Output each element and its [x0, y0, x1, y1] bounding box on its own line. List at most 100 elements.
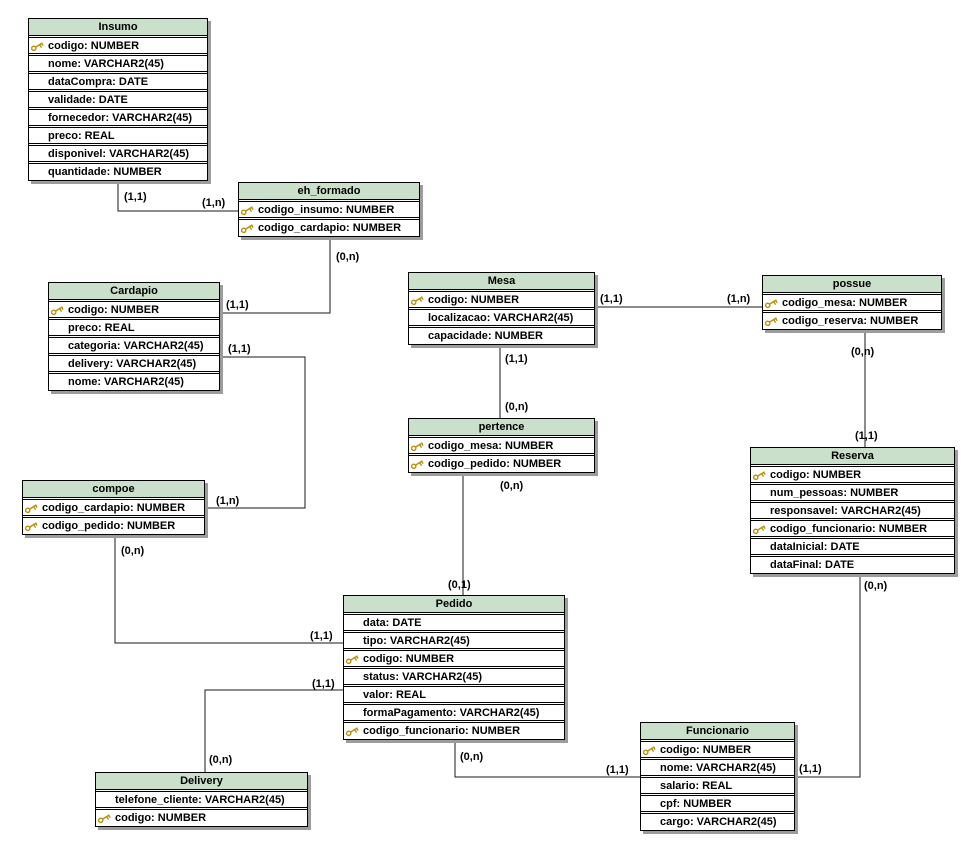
column-text: codigo_funcionario: NUMBER	[770, 523, 928, 535]
cardinality-cardapio-compoe-a: (1,1)	[228, 343, 251, 355]
connector-pedido-delivery	[204, 689, 343, 772]
cardinality-possue-reserva-a: (0,n)	[851, 346, 875, 358]
cardinality-compoe-pedido-b: (1,1)	[310, 630, 333, 642]
primary-key-icon	[763, 295, 782, 310]
column-row: dataFinal: DATE	[751, 556, 954, 573]
column-text: capacidade: NUMBER	[428, 330, 543, 342]
cardinality-pedido-delivery-b: (0,n)	[209, 754, 233, 766]
column-row: tipo: VARCHAR2(45)	[344, 632, 564, 649]
column-text: quantidade: NUMBER	[48, 166, 162, 178]
column-row-primary-key: codigo_insumo: NUMBER	[239, 201, 419, 218]
table-columns: codigo_mesa: NUMBER codigo_reserva: NUMBE…	[763, 294, 941, 329]
connector-reserva-funcionario	[795, 574, 861, 778]
cardinality-pertence-pedido-a: (0,n)	[500, 480, 524, 492]
column-row-primary-key: codigo_cardapio: NUMBER	[23, 499, 204, 516]
table-title: Pedido	[344, 596, 564, 613]
column-text: preco: REAL	[68, 322, 135, 334]
primary-key-icon	[409, 438, 428, 453]
entity-table-mesa[interactable]: Mesa codigo: NUMBER localizacao: VARCHAR2…	[408, 272, 595, 345]
cardinality-mesa-possue-b: (1,n)	[727, 293, 751, 305]
column-row: fornecedor: VARCHAR2(45)	[29, 109, 207, 126]
column-text: nome: VARCHAR2(45)	[48, 58, 164, 70]
cardinality-reserva-funcionario-a: (0,n)	[864, 580, 888, 592]
column-text: categoria: VARCHAR2(45)	[68, 340, 204, 352]
entity-table-delivery[interactable]: Delivery telefone_cliente: VARCHAR2(45)c…	[95, 772, 308, 827]
entity-table-pedido[interactable]: Pedido data: DATE tipo: VARCHAR2(45) codig…	[343, 595, 565, 740]
primary-key-icon	[49, 302, 68, 317]
column-row: quantidade: NUMBER	[29, 163, 207, 180]
column-text: dataCompra: DATE	[48, 76, 149, 88]
column-text: codigo: NUMBER	[68, 304, 160, 316]
table-columns: codigo_mesa: NUMBER codigo_pedido: NUMBER	[409, 437, 594, 472]
column-row-primary-key: codigo: NUMBER	[96, 809, 307, 826]
column-row: delivery: VARCHAR2(45)	[49, 355, 219, 372]
column-row-primary-key: codigo_reserva: NUMBER	[763, 312, 941, 329]
column-text: validade: DATE	[48, 94, 128, 106]
primary-key-icon	[751, 521, 770, 536]
column-row-primary-key: codigo_funcionario: NUMBER	[344, 722, 564, 739]
column-text: codigo_mesa: NUMBER	[782, 297, 908, 309]
primary-key-icon	[409, 456, 428, 472]
cardinality-pertence-pedido-b: (0,1)	[448, 579, 471, 591]
column-text: codigo: NUMBER	[428, 294, 520, 306]
cardinality-compoe-pedido-a: (0,n)	[121, 545, 145, 557]
column-row: salario: REAL	[641, 777, 794, 794]
column-row: nome: VARCHAR2(45)	[49, 373, 219, 390]
column-row: preco: REAL	[29, 127, 207, 144]
column-row: validade: DATE	[29, 91, 207, 108]
column-row: data: DATE	[344, 614, 564, 631]
column-text: formaPagamento: VARCHAR2(45)	[363, 707, 540, 719]
table-title: Insumo	[29, 19, 207, 36]
column-text: codigo: NUMBER	[115, 812, 207, 824]
entity-table-insumo[interactable]: Insumo codigo: NUMBER nome: VARCHAR2(45) d…	[28, 18, 208, 181]
column-row: nome: VARCHAR2(45)	[641, 759, 794, 776]
column-text: cargo: VARCHAR2(45)	[660, 816, 777, 828]
table-title: Funcionario	[641, 723, 794, 740]
column-text: nome: VARCHAR2(45)	[660, 762, 776, 774]
column-text: codigo: NUMBER	[660, 744, 752, 756]
primary-key-icon	[344, 723, 363, 739]
cardinality-mesa-pertence-b: (0,n)	[505, 401, 529, 413]
column-text: dataInicial: DATE	[770, 541, 860, 553]
column-row: localizacao: VARCHAR2(45)	[409, 309, 594, 326]
column-text: codigo: NUMBER	[48, 40, 140, 52]
connector-cardapio-compoe	[205, 356, 306, 509]
column-row-primary-key: codigo: NUMBER	[751, 466, 954, 483]
cardinality-mesa-possue-a: (1,1)	[600, 293, 623, 305]
primary-key-icon	[239, 220, 258, 236]
column-text: nome: VARCHAR2(45)	[68, 376, 184, 388]
column-text: codigo_pedido: NUMBER	[428, 458, 562, 470]
cardinality-cardapio-compoe-b: (1,n)	[216, 495, 240, 507]
column-row-primary-key: codigo_funcionario: NUMBER	[751, 520, 954, 537]
column-text: codigo_insumo: NUMBER	[258, 204, 395, 216]
entity-table-funcionario[interactable]: Funcionario codigo: NUMBER nome: VARCHAR2…	[640, 722, 795, 831]
primary-key-icon	[641, 742, 660, 757]
table-columns: telefone_cliente: VARCHAR2(45)codigo: NU…	[96, 791, 307, 826]
table-title: eh_formado	[239, 183, 419, 200]
column-text: data: DATE	[363, 617, 422, 629]
cardinality-insumo-eh_formado-b: (1,n)	[202, 197, 226, 209]
column-row: formaPagamento: VARCHAR2(45)	[344, 704, 564, 721]
column-text: codigo_pedido: NUMBER	[42, 520, 176, 532]
cardinality-eh_formado-cardapio-b: (1,1)	[226, 299, 249, 311]
column-row: valor: REAL	[344, 686, 564, 703]
table-title: Mesa	[409, 273, 594, 290]
primary-key-icon	[29, 38, 48, 53]
column-text: codigo_mesa: NUMBER	[428, 440, 554, 452]
column-row-primary-key: codigo_mesa: NUMBER	[763, 294, 941, 311]
table-columns: codigo_cardapio: NUMBER codigo_pedido: NU…	[23, 499, 204, 534]
column-row: disponivel: VARCHAR2(45)	[29, 145, 207, 162]
column-row-primary-key: codigo_mesa: NUMBER	[409, 437, 594, 454]
cardinality-possue-reserva-b: (1,1)	[855, 430, 878, 442]
primary-key-icon	[344, 651, 363, 666]
table-columns: codigo: NUMBER nome: VARCHAR2(45) salario:…	[641, 741, 794, 830]
